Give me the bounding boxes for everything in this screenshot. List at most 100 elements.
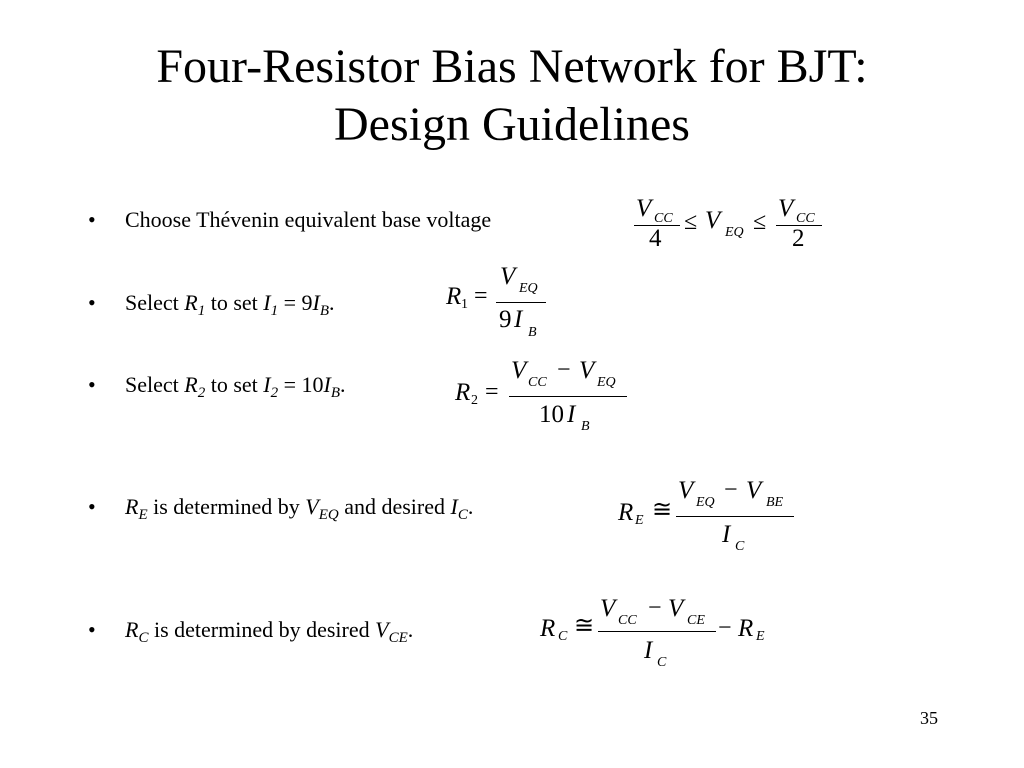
eq-v: V: [511, 357, 527, 384]
bullet-text-pre: Select: [125, 290, 185, 315]
eq-minus: −: [724, 477, 738, 503]
equation-r1: R 1 = V EQ 9 I B: [446, 262, 566, 344]
symbol-v: V: [375, 617, 389, 642]
eq-v-sub: EQ: [519, 281, 538, 296]
fraction-bar: [509, 396, 627, 397]
eq-i: I: [567, 401, 576, 428]
eq-approx: ≅: [652, 497, 673, 523]
equation-re: R E ≅ V EQ − V BE I C: [618, 474, 808, 558]
symbol-r-sub: E: [138, 507, 148, 523]
bullet-glyph: •: [88, 372, 96, 397]
bullet-text-end: .: [407, 617, 414, 642]
symbol-i: I: [263, 372, 271, 397]
fraction-bar: [496, 302, 546, 303]
eq-i-sub: B: [528, 325, 537, 340]
eq-r: R: [455, 379, 471, 406]
slide-title-line-1: Four-Resistor Bias Network for BJT:: [156, 40, 868, 93]
bullet-text: Choose Thévenin equivalent base voltage: [125, 207, 492, 232]
page-number: 35: [920, 708, 938, 728]
symbol-r: R: [125, 494, 139, 519]
symbol-v-sub: EQ: [318, 507, 339, 523]
symbol-r: R: [125, 617, 139, 642]
bullet-rc: •RC is determined by desired VCE.: [88, 617, 414, 646]
eq-v-sub: CC: [618, 613, 637, 628]
symbol-r-sub: 1: [197, 303, 206, 319]
bullet-text-end: .: [467, 494, 474, 519]
eq-equals: =: [474, 283, 488, 309]
equation-rc: R C ≅ V CC − V CE I C − R E: [540, 592, 780, 676]
eq-r: R: [738, 615, 754, 642]
symbol-v-sub: CE: [388, 630, 408, 646]
eq-le: ≤: [684, 209, 698, 235]
eq-denominator: 2: [792, 225, 805, 252]
symbol-r: R: [184, 372, 198, 397]
eq-i: I: [644, 637, 653, 664]
equation-r2: R 2 = V CC − V EQ 10 I B: [455, 354, 635, 438]
eq-i-sub: C: [735, 539, 745, 554]
bullet-select-r1: •Select R1 to set I1 = 9IB.: [88, 290, 335, 319]
eq-v: V: [778, 195, 794, 222]
bullet-thevenin: •Choose Thévenin equivalent base voltage: [88, 207, 491, 233]
eq-v-sub: CE: [687, 613, 705, 628]
eq-v-sub: EQ: [597, 375, 616, 390]
symbol-r-sub: C: [138, 630, 149, 646]
eq-le: ≤: [753, 209, 767, 235]
eq-veq: V: [705, 207, 721, 234]
equation-veq-range: V CC 4 ≤ V EQ ≤ V CC 2: [632, 194, 832, 254]
bullet-text-mid: to set: [205, 372, 264, 397]
eq-equals: =: [485, 379, 499, 405]
eq-r: R: [446, 283, 462, 310]
eq-r: R: [540, 615, 556, 642]
eq-approx: ≅: [574, 613, 595, 639]
fraction-bar: [634, 225, 680, 226]
eq-r-sub: 1: [461, 297, 468, 312]
eq-r-sub: E: [756, 629, 765, 644]
eq-v: V: [746, 477, 762, 504]
bullet-text-d: and desired: [338, 494, 451, 519]
fraction-bar: [598, 631, 716, 632]
eq-v: V: [668, 595, 684, 622]
eq-r-sub: 2: [471, 393, 478, 408]
eq-minus: −: [718, 615, 732, 641]
bullet-select-r2: •Select R2 to set I2 = 10IB.: [88, 372, 346, 401]
eq-v: V: [500, 263, 516, 290]
symbol-i: I: [450, 494, 458, 519]
eq-r: R: [618, 499, 634, 526]
eq-v: V: [579, 357, 595, 384]
eq-i-sub: B: [581, 419, 590, 434]
fraction-bar: [776, 225, 822, 226]
eq-v-sub: CC: [528, 375, 547, 390]
bullet-re: • RE is determined by VEQ and desired IC.: [88, 494, 474, 523]
eq-r-sub: C: [558, 629, 568, 644]
eq-i: I: [514, 306, 523, 333]
bullet-text-eq: = 9: [278, 290, 313, 315]
symbol-ib-sub: B: [319, 303, 330, 319]
symbol-ib: I: [312, 290, 320, 315]
bullet-glyph: •: [88, 290, 96, 315]
eq-veq-sub: EQ: [725, 225, 744, 240]
bullet-text-b: is determined by: [147, 494, 306, 519]
symbol-ib: I: [323, 372, 331, 397]
eq-minus: −: [648, 595, 662, 621]
symbol-i-sub: 1: [270, 303, 279, 319]
slide-title: Four-Resistor Bias Network for BJT: Desi…: [0, 38, 1024, 154]
symbol-ib-sub: B: [330, 385, 341, 401]
bullet-text-pre: Select: [125, 372, 185, 397]
symbol-r-sub: 2: [197, 385, 206, 401]
eq-v-sub: EQ: [696, 495, 715, 510]
eq-i: I: [722, 521, 731, 548]
eq-v: V: [600, 595, 616, 622]
bullet-glyph: •: [88, 617, 96, 642]
eq-v-sub: CC: [796, 211, 815, 226]
eq-coef: 10: [539, 401, 564, 428]
eq-denominator: 4: [649, 225, 662, 252]
symbol-i-sub: C: [457, 507, 468, 523]
eq-coef: 9: [499, 306, 512, 333]
symbol-i: I: [263, 290, 271, 315]
symbol-v: V: [305, 494, 319, 519]
eq-v-sub: CC: [654, 211, 673, 226]
bullet-glyph: •: [88, 494, 96, 519]
eq-i-sub: C: [657, 655, 667, 670]
bullet-text-mid: to set: [205, 290, 264, 315]
fraction-bar: [676, 516, 794, 517]
